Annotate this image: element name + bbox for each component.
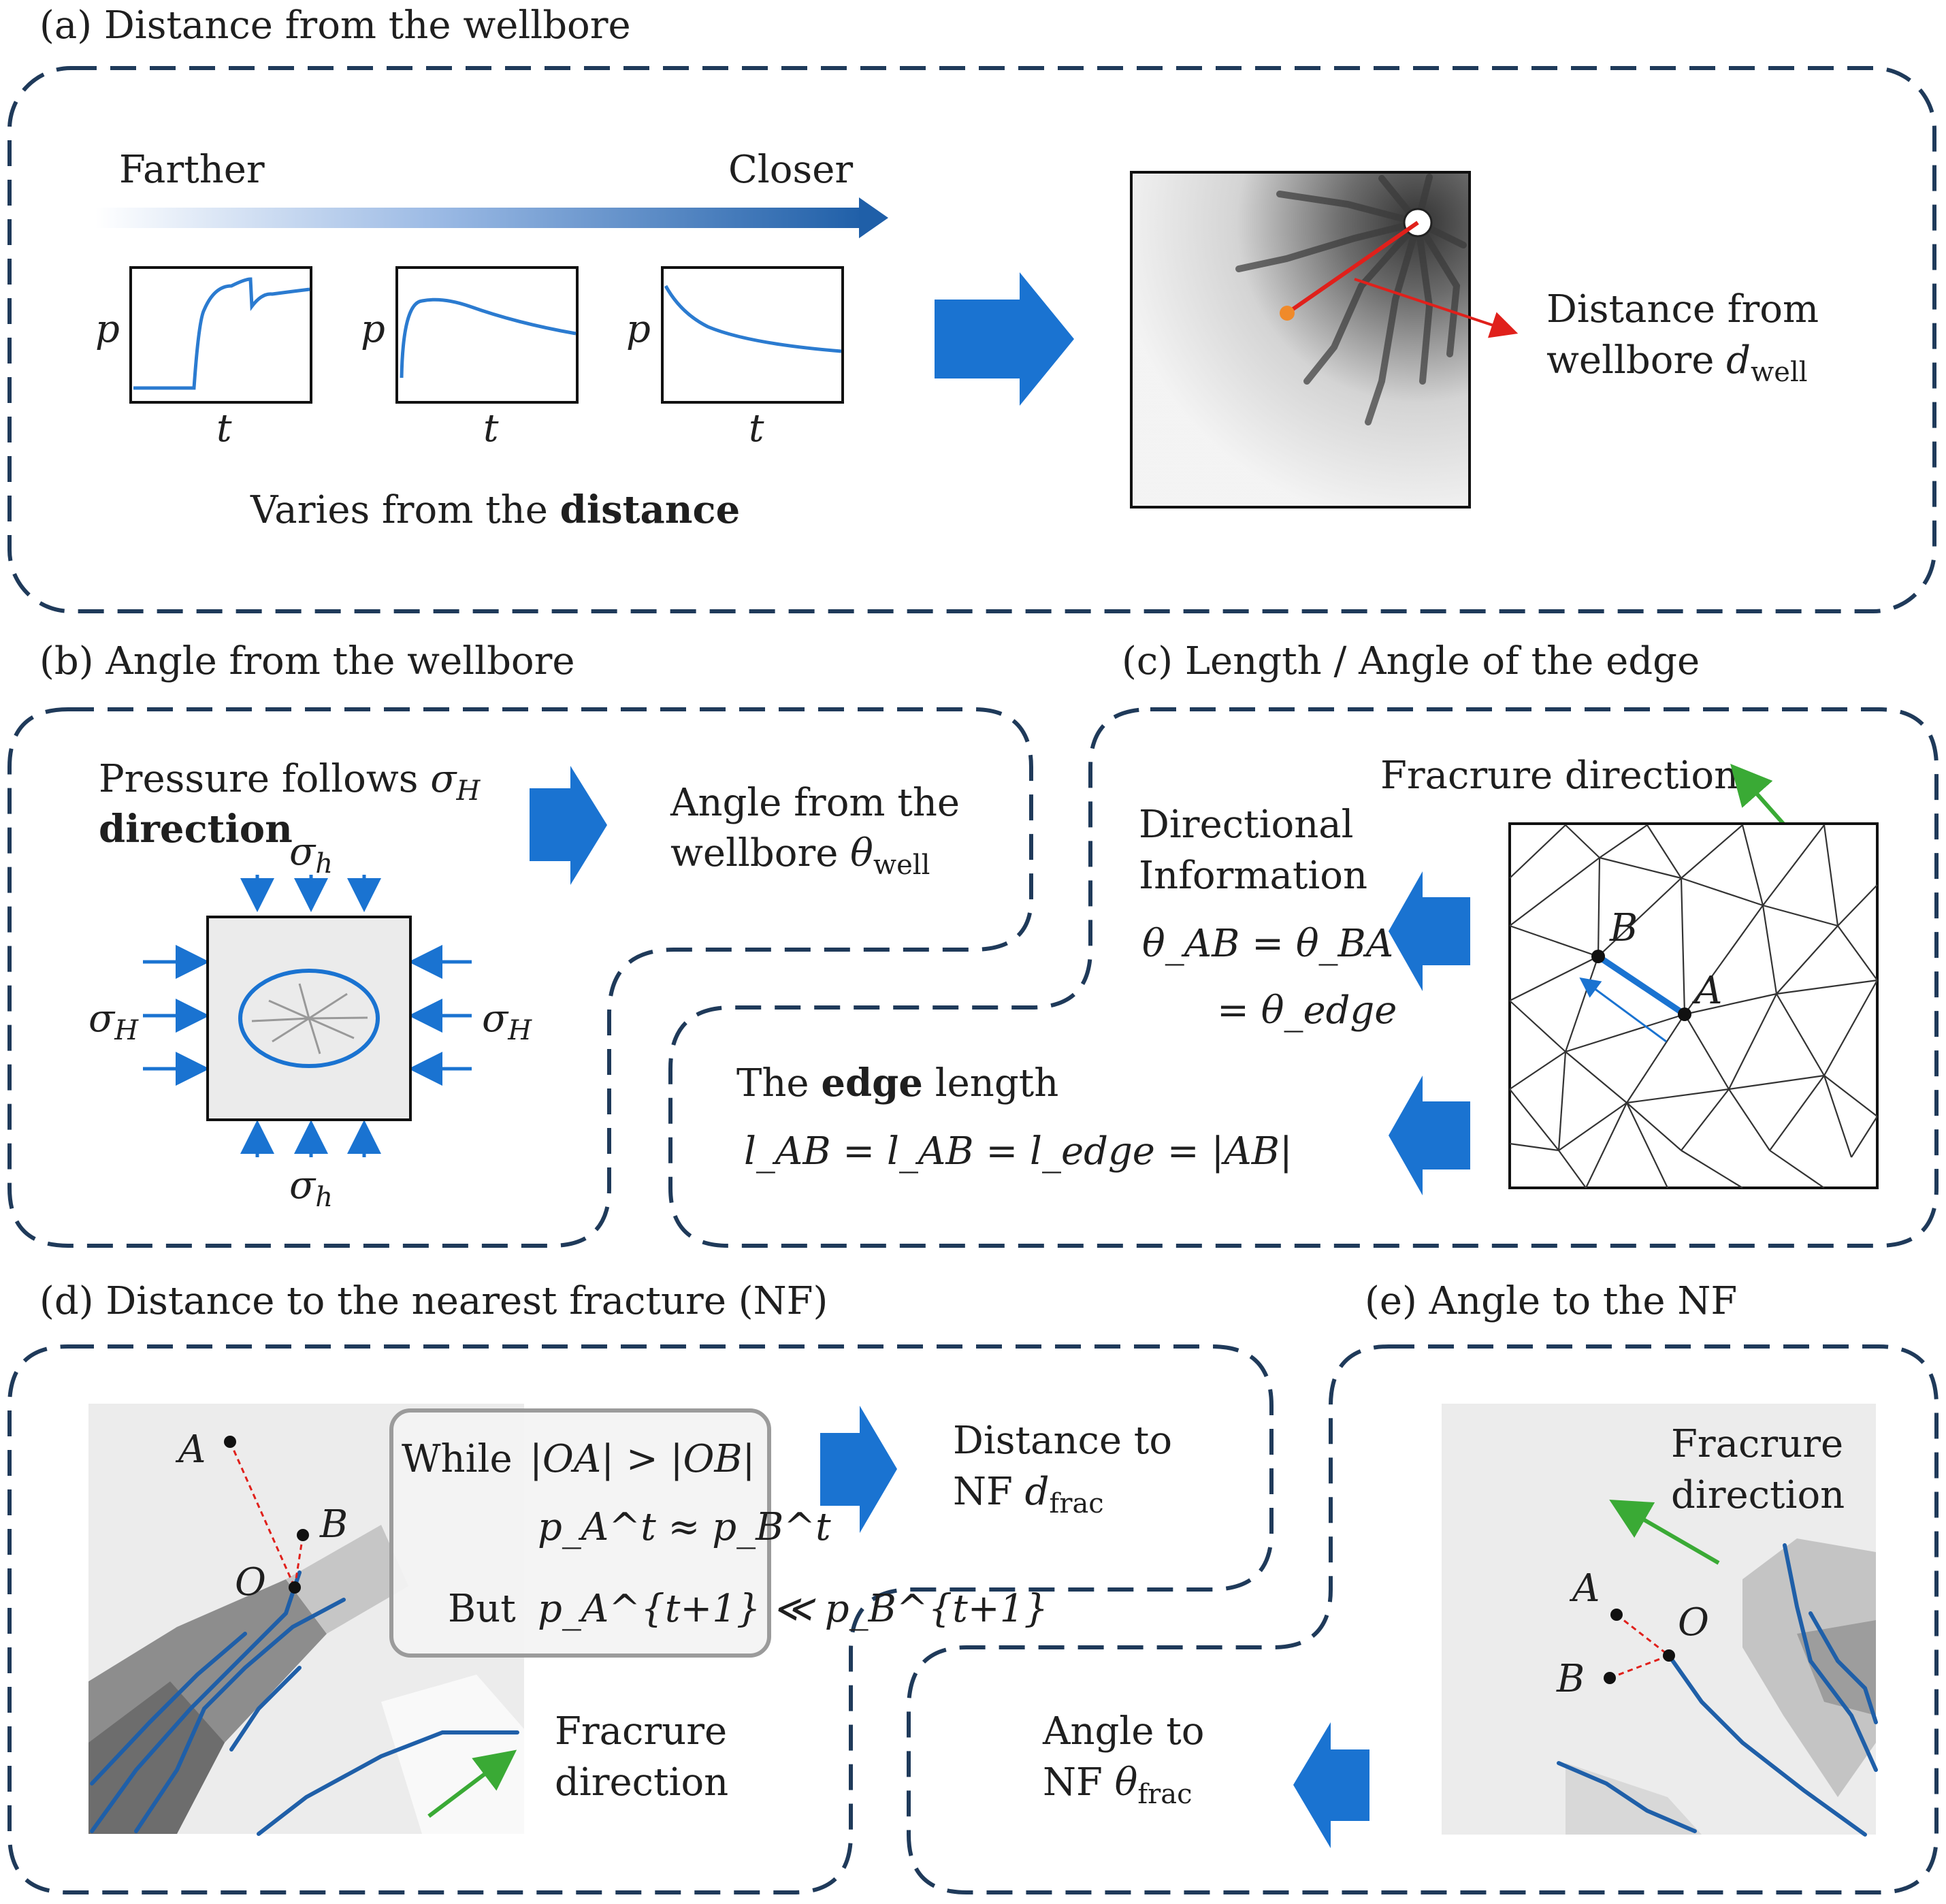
while-label: While (402, 1437, 513, 1481)
distance-result-line2: wellbore dwell (1546, 338, 1808, 388)
fracture-direction-e-2: direction (1671, 1473, 1845, 1517)
t-label-1: t (216, 406, 232, 451)
fracture-direction-arrow-e (1609, 1499, 1720, 1565)
point-A-e: A (1569, 1566, 1600, 1611)
fracture-direction-arrow-d (427, 1749, 517, 1818)
sigma-H-left: σH (88, 997, 139, 1046)
directional-label-1: Directional (1139, 803, 1354, 847)
theta-equation-2: = θ_edge (1217, 988, 1397, 1033)
t-label-3: t (749, 406, 764, 451)
p-label-2: p (361, 307, 385, 351)
point-O-d: O (235, 1560, 266, 1604)
angle-result-line1: Angle from the (670, 781, 960, 825)
while-equation: |OA| > |OB| (530, 1437, 755, 1481)
pressure-plot-mid: p t (361, 266, 579, 451)
big-arrow-e (1293, 1722, 1369, 1848)
point-B-e: B (1556, 1657, 1585, 1701)
big-arrow-a (935, 272, 1074, 406)
panel-e-title: (e) Angle to the NF (1365, 1279, 1737, 1323)
panel-b-border (7, 707, 1033, 1248)
edge-AB (1596, 954, 1687, 1017)
left-arrow-c-top (1389, 871, 1470, 991)
big-arrow-b (530, 766, 607, 885)
distance-result-line1: Distance from (1546, 287, 1819, 332)
panel-a: (a) Distance from the wellbore Farther C… (7, 3, 1936, 613)
fracture-direction-e-1: Fracrure (1671, 1422, 1843, 1466)
panel-c-title: (c) Length / Angle of the edge (1122, 639, 1700, 683)
closer-label: Closer (728, 148, 853, 192)
distance-nf-line1: Distance to (953, 1419, 1172, 1463)
condition-box: While |OA| > |OB| p_A^t ≈ p_B^t But p_A^… (389, 1408, 1048, 1658)
fracture-sketch (251, 983, 368, 1054)
panel-d: (d) Distance to the nearest fracture (NF… (7, 1279, 1274, 1894)
panel-d-border (7, 1344, 1274, 1894)
point-O-e: O (1678, 1600, 1709, 1645)
panel-a-title: (a) Distance from the wellbore (39, 3, 631, 48)
panel-c-border (668, 707, 1939, 1248)
direction-label: direction (99, 807, 293, 852)
but-equation: p_A^{t+1} ≪ p_B^{t+1} (538, 1587, 1048, 1631)
triangle-mesh: B A (1508, 822, 1879, 1189)
panel-e: (e) Angle to the NF A B O Fracrure direc… (907, 1279, 1939, 1894)
panel-c: (c) Length / Angle of the edge Fracrure … (668, 639, 1939, 1248)
point-B-c: B (1609, 906, 1638, 950)
p-label-1: p (95, 307, 120, 351)
pressure-plot-near: p t (626, 266, 844, 451)
distance-nf-line2: NF dfrac (953, 1470, 1104, 1519)
edge-direction-arrow (1579, 977, 1667, 1043)
pressure-follows-line: Pressure follows σH (99, 757, 481, 807)
panel-e-border (907, 1344, 1939, 1894)
p-label-3: p (626, 307, 651, 351)
sigma-h-top: σh (289, 830, 333, 880)
fracture-map-e: A B O Fracrure direction (1442, 1404, 1878, 1837)
distance-line (1286, 221, 1419, 315)
stress-arrows (143, 875, 472, 1157)
fracture-direction-c: Fracrure direction (1380, 754, 1738, 798)
length-equation: l_AB = l_AB = l_edge = |AB| (744, 1129, 1293, 1174)
panel-a-border (7, 66, 1936, 613)
point-B-d: B (319, 1502, 348, 1547)
point-A-d: A (175, 1427, 206, 1472)
sigma-H-right: σH (482, 997, 532, 1046)
pressure-plot-far: p t (95, 266, 312, 451)
pressure-ellipse (238, 969, 380, 1068)
panel-d-title: (d) Distance to the nearest fracture (NF… (39, 1279, 828, 1323)
fracture-direction-d-2: direction (555, 1760, 728, 1805)
panel-b-title: (b) Angle from the wellbore (39, 639, 575, 683)
left-arrow-c-bottom (1389, 1076, 1470, 1195)
angle-result-line2: wellbore θwell (670, 831, 930, 881)
fracture-direction-d-1: Fracrure (555, 1709, 727, 1754)
edge-length-label: The edge length (736, 1061, 1058, 1106)
big-arrow-d (820, 1406, 897, 1533)
panel-b: (b) Angle from the wellbore Pressure fol… (7, 639, 1033, 1248)
t-label-2: t (483, 406, 499, 451)
sigma-h-bottom: σh (289, 1163, 333, 1213)
approx-equation: p_A^t ≈ p_B^t (538, 1505, 831, 1549)
fracture-direction-arrow-c (1730, 764, 1785, 825)
varies-caption: Varies from the distance (250, 487, 740, 532)
angle-nf-line1: Angle to (1042, 1709, 1204, 1754)
point-A-c: A (1691, 969, 1722, 1013)
farther-label: Farther (119, 148, 265, 192)
gradient-arrow (95, 197, 888, 238)
target-node (1280, 306, 1295, 321)
but-label: But (448, 1587, 516, 1631)
directional-label-2: Information (1139, 854, 1367, 898)
simulation-image (1130, 171, 1519, 509)
theta-equation-1: θ_AB = θ_BA (1142, 922, 1393, 966)
angle-nf-line2: NF θfrac (1043, 1760, 1193, 1810)
pointer-arrow (1354, 278, 1519, 338)
